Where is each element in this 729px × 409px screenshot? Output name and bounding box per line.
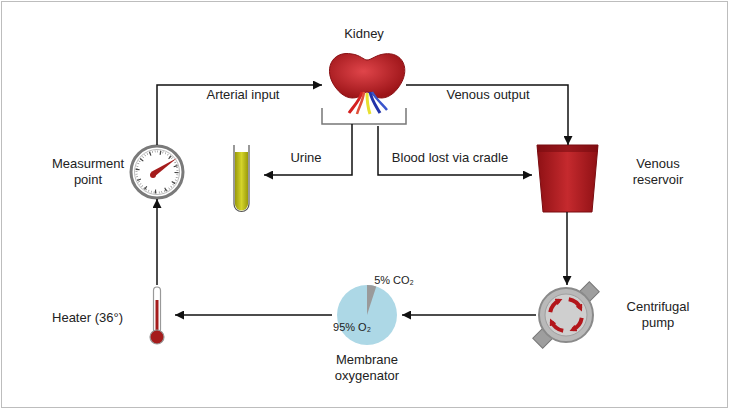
gauge-rim xyxy=(135,150,180,195)
edge-label: Arterial input xyxy=(193,87,293,103)
thermometer-tube xyxy=(154,287,161,333)
node-label: Venous reservoir xyxy=(618,156,698,188)
node-label: Centrifugal pump xyxy=(618,299,698,331)
edge-label: Blood lost via cradle xyxy=(380,150,520,166)
urine-fill xyxy=(235,152,248,211)
kidney-node: Kidney xyxy=(322,22,406,126)
flow-arrow xyxy=(566,212,568,285)
test-tube xyxy=(234,145,249,212)
gauge-node: Measurment point xyxy=(40,145,185,199)
reservoir-shape xyxy=(537,145,598,212)
ureter-vessel xyxy=(367,93,370,114)
gauge-minor-ticks xyxy=(137,152,178,193)
rotation-arrow xyxy=(552,322,564,331)
pump-housing xyxy=(539,288,593,342)
rotation-arrow xyxy=(550,301,559,313)
gauge-needle xyxy=(151,158,177,177)
node-label: 5% CO₂ xyxy=(366,273,422,287)
flow-arrow xyxy=(157,85,322,145)
reservoir-rim xyxy=(537,145,598,152)
heater-node: Heater (36°) xyxy=(40,285,175,345)
flow-arrow xyxy=(406,85,568,145)
co2-wedge xyxy=(367,285,376,315)
pump-bar xyxy=(533,282,599,348)
gauge-ticks xyxy=(138,153,177,192)
oxygenator-node: 5% CO₂95% O₂Membrane oxygenator xyxy=(332,285,402,390)
oxygenator-pie xyxy=(337,285,397,345)
node-label: Measurment point xyxy=(48,156,128,188)
thermometer-bulb xyxy=(150,330,164,344)
flow-arrow xyxy=(378,126,532,175)
flow-label: Urine xyxy=(276,150,336,166)
gauge-hub xyxy=(150,172,156,178)
artery-vessel xyxy=(357,92,364,114)
node-label: 95% O₂ xyxy=(326,320,378,334)
cradle-bracket xyxy=(322,108,406,124)
flow-arrow xyxy=(156,199,158,285)
rotation-arrow xyxy=(569,299,581,308)
node-label: Kidney xyxy=(322,26,406,42)
vein-vessel xyxy=(372,92,387,110)
edge-label: Venous output xyxy=(438,87,538,103)
flow-arrow xyxy=(175,314,332,316)
flow-arrow xyxy=(402,314,536,316)
gauge-dial xyxy=(131,146,183,198)
rotation-arrow xyxy=(573,318,582,330)
thermometer-mercury xyxy=(156,300,159,334)
node-label: Heater (36°) xyxy=(40,310,135,326)
reservoir-node: Venous reservoir xyxy=(532,145,707,212)
kidney-shape xyxy=(329,53,404,98)
urine-arrow xyxy=(264,124,352,175)
pump-node: Centrifugal pump xyxy=(536,285,706,345)
node-label: Membrane oxygenator xyxy=(327,352,407,384)
pump-rotor xyxy=(545,294,587,336)
